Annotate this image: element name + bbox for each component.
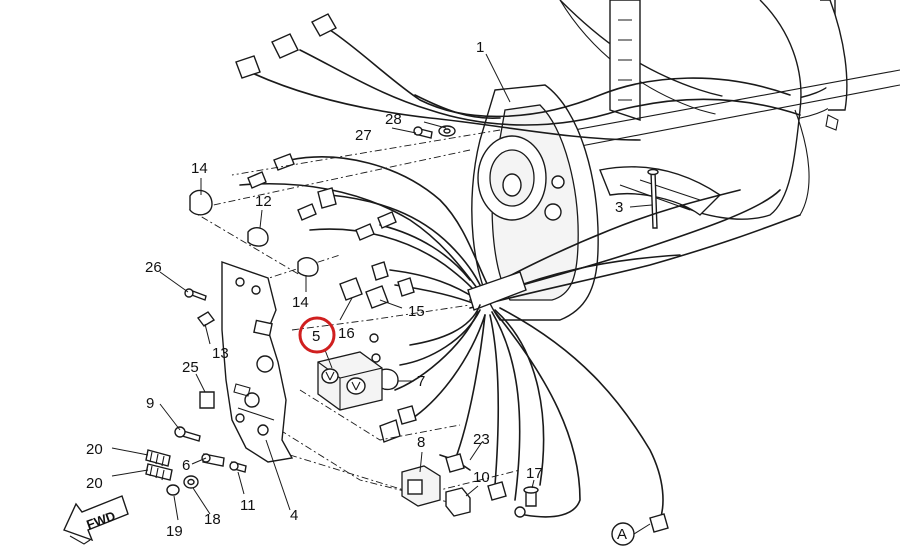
- callout-23: 23: [473, 431, 490, 448]
- mounting-plate: [221, 261, 294, 463]
- callout-14-top: 14: [191, 160, 208, 177]
- reference-marker-label: A: [617, 526, 627, 543]
- callout-7: 7: [417, 373, 425, 390]
- small-parts: [145, 125, 456, 496]
- callout-10: 10: [473, 469, 490, 486]
- callout-5: 5: [312, 328, 320, 345]
- bolt-17: [523, 486, 539, 507]
- callout-13: 13: [212, 345, 229, 362]
- callout-20-top: 20: [86, 441, 103, 458]
- callout-3: 3: [615, 199, 623, 216]
- callout-26: 26: [145, 259, 162, 276]
- callout-9: 9: [146, 395, 154, 412]
- callout-6: 6: [182, 457, 190, 474]
- callout-8: 8: [417, 434, 425, 451]
- grommet-panel: [471, 84, 599, 321]
- leader-lines: [111, 53, 653, 521]
- callout-28: 28: [385, 111, 402, 128]
- callout-18: 18: [204, 511, 221, 528]
- callout-16: 16: [338, 325, 355, 342]
- outlet-receptacle: [317, 351, 383, 411]
- wire-connectors: [235, 13, 669, 533]
- callout-5-highlight-ring: [298, 316, 336, 354]
- callout-12: 12: [255, 193, 272, 210]
- callout-4: 4: [290, 507, 298, 524]
- callout-1: 1: [476, 39, 484, 56]
- reference-marker: A: [611, 522, 651, 546]
- callout-15: 15: [408, 303, 425, 320]
- switch-part: [401, 465, 441, 507]
- callout-17: 17: [526, 465, 543, 482]
- callout-14-bottom: 14: [292, 294, 309, 311]
- callout-11: 11: [240, 497, 256, 514]
- fwd-direction-arrow: FWD: [63, 495, 129, 545]
- cowling-frame: [519, 0, 900, 220]
- callout-27: 27: [355, 127, 372, 144]
- connector-part: [445, 487, 471, 517]
- callout-25: 25: [182, 359, 199, 376]
- callout-19: 19: [166, 523, 183, 540]
- callout-labels: 1 3 4 5 6 7 8 9 10 11 12 13 14 14 15 16 …: [86, 39, 623, 540]
- callout-20-bottom: 20: [86, 475, 103, 492]
